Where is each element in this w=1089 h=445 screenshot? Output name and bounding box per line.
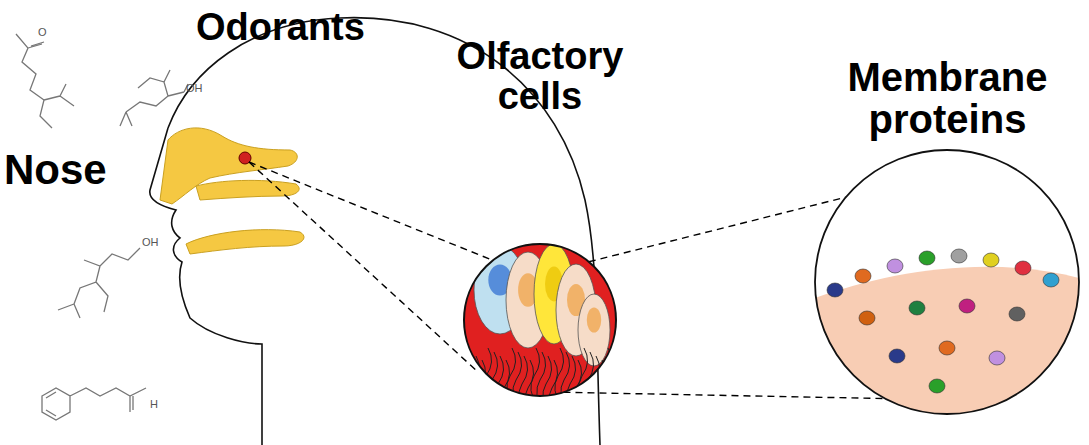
- atom-label: H: [150, 398, 158, 410]
- title-label: Nose: [4, 146, 107, 194]
- node-label: Membrane proteins: [808, 56, 1087, 140]
- atom-label: OH: [142, 236, 159, 248]
- cells-circle: Olfactory cells: [450, 36, 630, 406]
- odorant-molecule: [16, 34, 188, 420]
- zoom-line: [563, 392, 885, 398]
- nasal-cavity: [160, 128, 304, 254]
- protein-circle: Membrane proteins: [808, 56, 1087, 428]
- zoom-connector: [589, 197, 846, 262]
- atom-label: OH: [186, 82, 203, 94]
- node-label: Olfactory cells: [435, 36, 645, 116]
- title-label: Odorants: [196, 6, 365, 49]
- atom-label: O: [38, 26, 47, 38]
- zoom-line: [249, 162, 497, 372]
